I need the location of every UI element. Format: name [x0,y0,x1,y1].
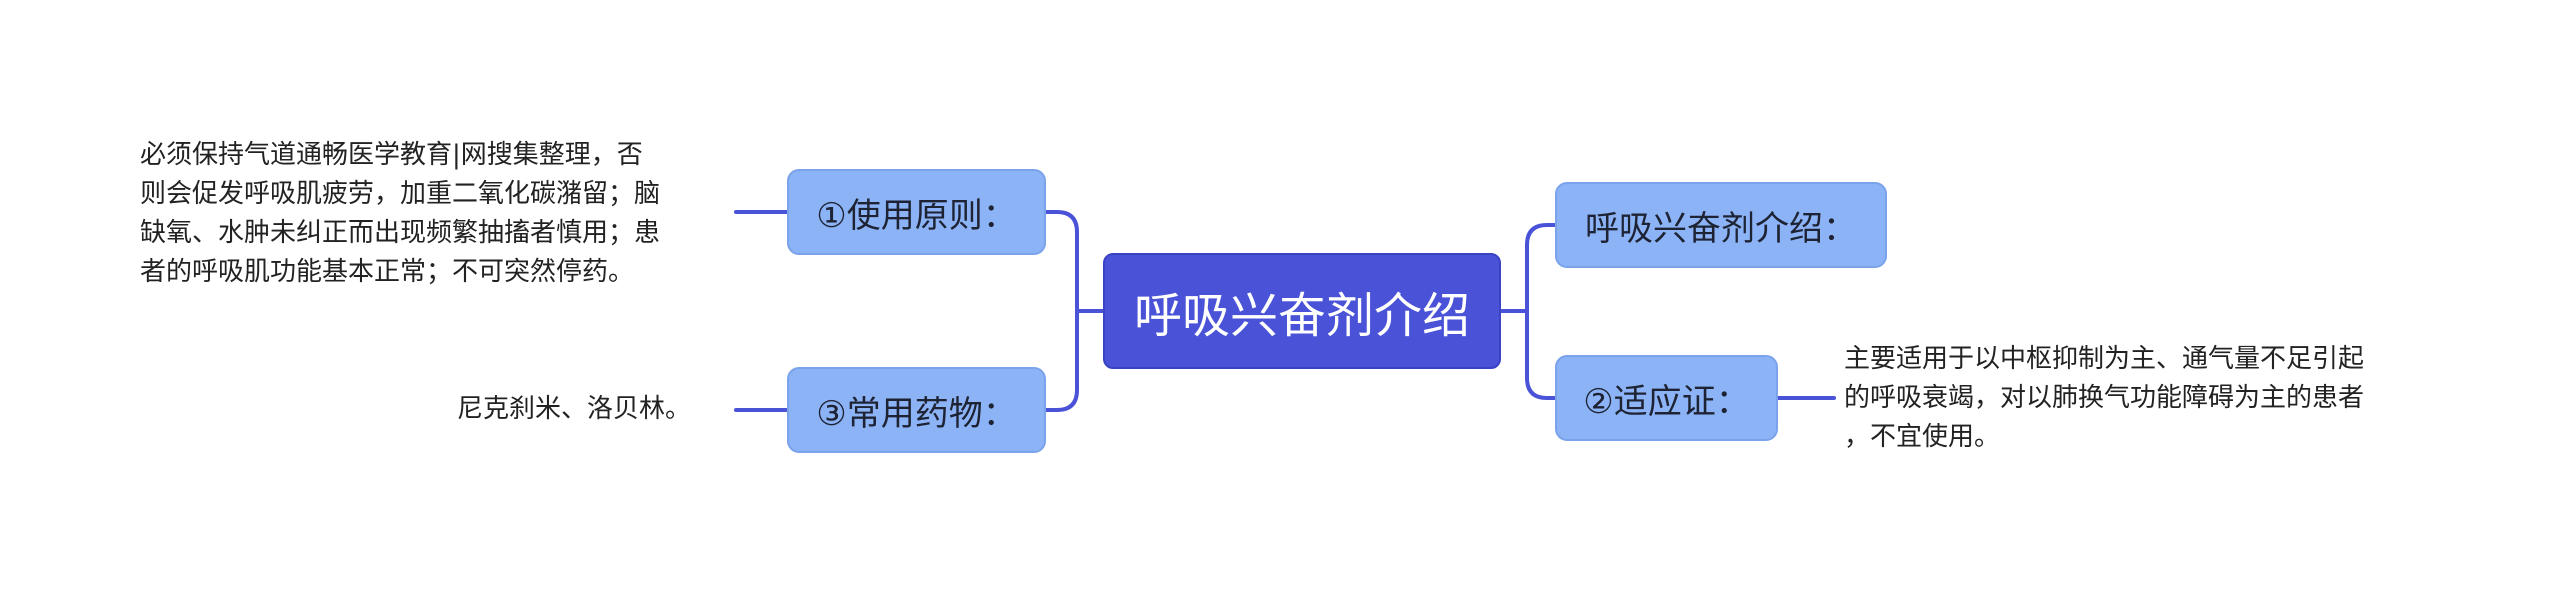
branch-label: ①使用原则： [816,195,1017,236]
branch-usage-principles[interactable]: ①使用原则： [787,169,1046,255]
leaf-indications[interactable]: 主要适用于以中枢抑制为主、通气量不足引起 的呼吸衰竭，对以肺换气功能障碍为主的患… [1844,340,2364,457]
root-node[interactable]: 呼吸兴奋剂介绍 [1103,253,1501,369]
root-label: 呼吸兴奋剂介绍 [1133,288,1470,344]
connector-root-to-common-drugs [1044,309,1105,412]
connector-root-to-indications [1499,309,1557,400]
leaf-text-line: 则会促发呼吸肌疲劳，加重二氧化碳潴留；脑 [140,179,661,209]
connector-root-to-usage-principles [1044,210,1105,313]
branch-indications[interactable]: ②适应证： [1555,355,1778,441]
leaf-text-line: 尼克刹米、洛贝林。 [457,394,692,424]
leaf-text-line: 必须保持气道通畅医学教育|网搜集整理，否 [140,140,643,170]
leaf-common-drugs[interactable]: 尼克刹米、洛贝林。 [457,390,691,429]
leaf-text-line: 的呼吸衰竭，对以肺换气功能障碍为主的患者 [1844,383,2365,413]
branch-intro[interactable]: 呼吸兴奋剂介绍： [1555,182,1887,268]
leaf-text-line: ，不宜使用。 [1844,422,2001,452]
branch-label: ②适应证： [1583,381,1750,422]
branch-common-drugs[interactable]: ③常用药物： [787,367,1046,453]
leaf-usage-principles[interactable]: 必须保持气道通畅医学教育|网搜集整理，否 则会促发呼吸肌疲劳，加重二氧化碳潴留；… [140,136,660,292]
leaf-text-line: 缺氧、水肿未纠正而出现频繁抽搐者慎用；患 [140,218,661,248]
leaf-text-line: 者的呼吸肌功能基本正常；不可突然停药。 [140,257,635,287]
leaf-text-line: 主要适用于以中枢抑制为主、通气量不足引起 [1844,344,2365,374]
connector-root-to-intro [1499,223,1557,313]
branch-label: 呼吸兴奋剂介绍： [1585,208,1857,249]
branch-label: ③常用药物： [816,393,1017,434]
